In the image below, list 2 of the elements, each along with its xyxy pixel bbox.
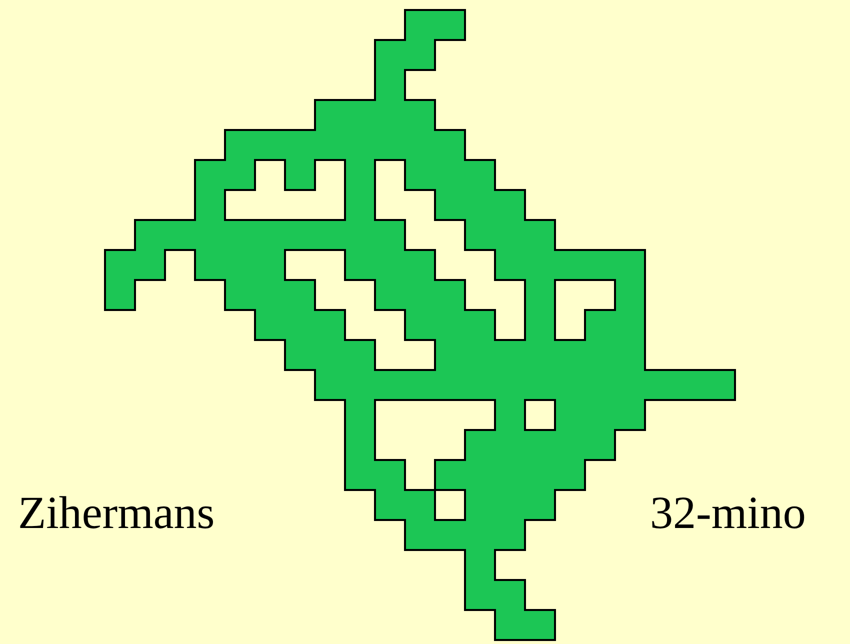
- caption-text: Zihermans: [18, 490, 215, 536]
- caption-text: 32-mino: [650, 490, 806, 536]
